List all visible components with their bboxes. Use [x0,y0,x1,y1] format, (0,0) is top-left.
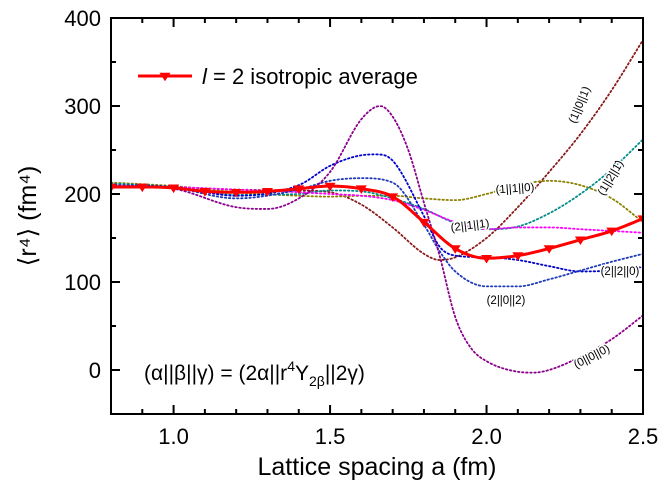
series-line-000 [111,105,643,374]
series-marker-isotropic-14 [543,245,555,254]
curve-group [111,39,643,374]
series-line-220 [111,153,643,273]
tick-group [110,17,644,415]
x-tick-label: 2.5 [628,424,659,449]
curve-label-000: (0||0||0) [572,343,612,371]
series-line-isotropic [111,184,643,260]
y-tick-label: 100 [64,270,101,295]
formula-tail: ||2γ) [325,362,365,385]
formula-annotation: (α||β||γ) = (2α||r4Y2β||2γ) [144,358,365,389]
curve-label-211: (2||1||1) [450,218,490,235]
series-line-100 [111,39,643,261]
formula-mid: Y [295,362,309,385]
series-marker-isotropic-12 [481,254,493,264]
series-marker-isotropic-3 [199,188,211,197]
series-marker-isotropic-5 [261,188,273,197]
legend-marker [159,72,171,82]
series-marker-isotropic-16 [606,227,618,237]
legend: l = 2 isotropic average [138,64,418,89]
legend-label-italic: l [202,64,208,89]
y-tick-label: 200 [64,182,101,207]
plot-frame [110,17,644,415]
curve-label-220: (2||2||0) [601,266,640,278]
series-marker-isotropic-11 [449,245,461,254]
legend-label-rest: = 2 isotropic average [207,64,418,89]
curve-label-111: (1||1||0) [495,182,535,197]
series-marker-isotropic-17 [637,215,643,224]
series-line-111 [111,179,643,224]
series-marker-isotropic-4 [230,188,242,198]
series-marker-isotropic-13 [512,252,524,261]
x-tick-label: 1.0 [158,424,189,449]
series-marker-isotropic-10 [418,218,430,228]
series-marker-isotropic-7 [324,182,336,192]
curve-label-100: (1||0||1) [567,85,593,126]
y-axis-title: ⟨r⁴⟩ (fm⁴) [14,166,42,267]
y-tick-label: 0 [89,358,101,383]
tick-label-group: 1.0 1.5 2.0 2.5 0 100 200 300 400 [64,6,658,449]
x-tick-label: 2.0 [471,424,502,449]
series-marker-isotropic-0 [111,183,117,193]
curve-label-121: (1||2||1̄) [596,158,626,198]
y-tick-label: 400 [64,6,101,31]
series-marker-isotropic-6 [293,185,305,194]
y-tick-label: 300 [64,94,101,119]
series-marker-isotropic-2 [168,184,180,194]
series-line-211 [111,184,643,234]
series-marker-isotropic-1 [136,183,148,193]
legend-label: l = 2 isotropic average [202,64,418,89]
x-axis-title: Lattice spacing a (fm) [258,453,497,481]
series-marker-isotropic-8 [355,185,367,194]
formula-sub: 2β [309,373,325,389]
series-marker-isotropic-15 [574,236,586,245]
formula-sup: 4 [287,358,295,374]
series-marker-isotropic-9 [387,193,399,202]
formula-main: (α||β||γ) = (2α||r [144,362,287,385]
series-line-121 [111,138,643,231]
curve-label-202: (2||0||2) [487,295,526,307]
x-tick-label: 1.5 [315,424,346,449]
